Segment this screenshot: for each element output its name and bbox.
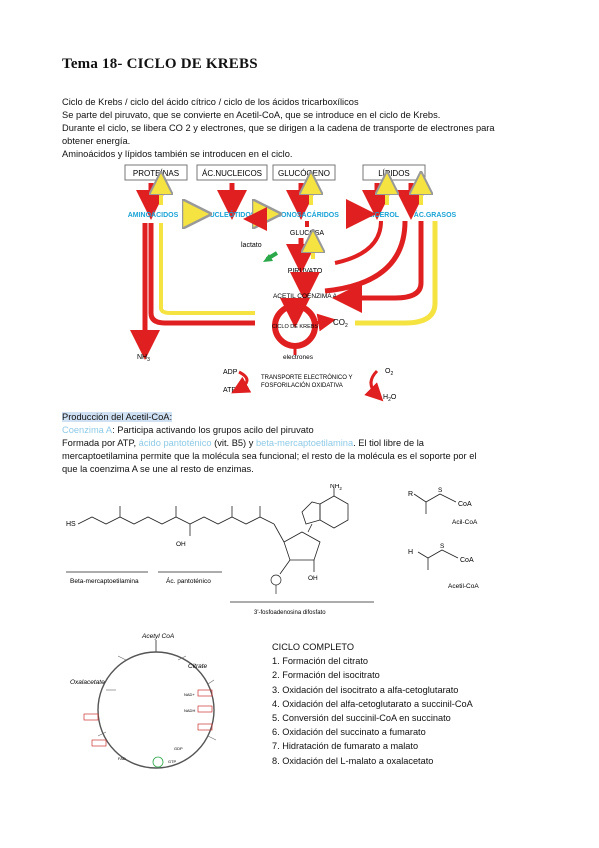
label-acetil-coa: Acetil-CoA xyxy=(448,583,479,590)
label-co2: CO2 xyxy=(333,318,348,329)
list-item: 7. Hidratación de fumarato a malato xyxy=(272,741,419,752)
label-ciclo-krebs: CICLO DE KREBS xyxy=(272,324,318,330)
atom-s-1: S xyxy=(438,487,443,494)
formada-text: Formada por ATP, xyxy=(62,438,139,448)
produccion-line-4: que la coenzima A se une al resto de enz… xyxy=(62,464,254,474)
label-electrones: electrones xyxy=(283,354,314,361)
intro-line-5: Aminoácidos y lípidos también se introdu… xyxy=(62,149,293,159)
atom-coa-2: CoA xyxy=(460,557,474,564)
atom-oh-1: OH xyxy=(176,541,186,548)
atom-nh2: NH2 xyxy=(330,484,342,491)
label-transporte-1: TRANSPORTE ELECTRÓNICO Y xyxy=(261,374,352,381)
label-glucogeno: GLUCÓGENO xyxy=(278,169,330,178)
ciclo-heading: CICLO COMPLETO xyxy=(272,642,355,652)
label-atp: ATP xyxy=(223,387,236,394)
label-lipidos: LÍPIDOS xyxy=(378,169,410,178)
produccion-line-2: Formada por ATP, ácido pantoténico (vit.… xyxy=(62,437,542,450)
atom-r: R xyxy=(408,491,413,498)
intro-line-3: Durante el ciclo, se libera CO 2 y elect… xyxy=(62,123,495,133)
label-transporte-2: FOSFORILACIÓN OXIDATIVA xyxy=(261,382,343,389)
ribose-ring xyxy=(283,531,321,561)
label-nh3: NH3 xyxy=(137,354,150,363)
coenzima-term: Coenzima A xyxy=(62,425,113,435)
atom-coa-1: CoA xyxy=(458,501,472,508)
label-acetyl-coa: Acetyl CoA xyxy=(141,633,174,640)
label-oxalacetate: Oxalacetate xyxy=(70,679,105,686)
label-nucleotidos: NUCLEÓTIDOS xyxy=(205,210,256,219)
label-h2o: H2O xyxy=(383,394,397,403)
label-proteinas: PROTEÍNAS xyxy=(133,169,179,178)
coenzima-desc: : Participa activando los grupos acilo d… xyxy=(112,425,314,435)
label-acnucleicos: ÁC.NUCLEICOS xyxy=(202,169,262,178)
list-item: 5. Conversión del succinil-CoA en succin… xyxy=(272,713,451,724)
label-nad: NAD+ xyxy=(184,692,195,697)
label-nadh: NADH xyxy=(184,708,195,713)
krebs-cycle-circle xyxy=(272,303,318,349)
mercapto-term: beta-mercaptoetilamina xyxy=(255,438,354,448)
label-lactato: lactato xyxy=(241,242,262,249)
acyl-coa-structures: R S CoA Acil-CoA H S CoA Acetil-CoA xyxy=(408,487,479,590)
label-fad: FAD xyxy=(118,756,126,761)
list-item: 8. Oxidación del L-malato a oxalacetato xyxy=(272,755,434,766)
list-item: 6. Oxidación del succinato a fumarato xyxy=(272,727,426,738)
label-acil-coa: Acil-CoA xyxy=(452,519,478,526)
atom-h3c: H xyxy=(408,549,413,556)
metabolism-diagram: PROTEÍNAS ÁC.NUCLEICOS GLUCÓGENO LÍPIDOS… xyxy=(124,164,457,403)
atom-hs: HS xyxy=(66,521,76,528)
vit-text: (vit. B5) y xyxy=(211,438,256,448)
intro-line-1: Ciclo de Krebs / ciclo del ácido cítrico… xyxy=(62,97,359,107)
tiol-text: . El tiol libre de la xyxy=(353,438,424,448)
label-aminoacidos: AMINOÁCIDOS xyxy=(128,210,179,219)
label-o2: O2 xyxy=(385,368,393,377)
list-item: 4. Oxidación del alfa-cetoglutarato a su… xyxy=(272,698,473,709)
imidazole-ring xyxy=(301,501,321,525)
krebs-cycle-figure: Acetyl CoA Citrate Oxalacetate NAD+ NADH… xyxy=(70,633,217,769)
list-item: 3. Oxidación del isocitrato a alfa-cetog… xyxy=(272,684,459,695)
produccion-heading-text: Producción del Acetil-CoA: xyxy=(62,412,173,422)
produccion-line-3: mercaptoetilamina permite que la molécul… xyxy=(62,451,477,461)
atom-oh-2: OH xyxy=(308,575,318,582)
label-beta-mercapto: Beta-mercaptoetilamina xyxy=(70,578,139,585)
label-glucosa: GLUCOSA xyxy=(290,230,325,237)
list-item: 2. Formación del isocitrato xyxy=(272,670,380,681)
produccion-heading: Producción del Acetil-CoA: xyxy=(62,411,542,424)
purine-ring xyxy=(319,495,349,529)
label-ac-pantotenico: Ác. pantoténico xyxy=(166,576,211,585)
label-fosfoadenosina: 3'-fosfoadenosina difosfato xyxy=(254,610,326,616)
label-adp: ADP xyxy=(223,369,238,376)
list-item: 1. Formación del citrato xyxy=(272,656,368,667)
label-glicerol: GLICEROL xyxy=(363,212,400,219)
intro-line-2: Se parte del piruvato, que se convierte … xyxy=(62,110,441,120)
label-gtp: GTP xyxy=(168,759,177,764)
label-gdp: GDP xyxy=(174,746,183,751)
label-acetil: ACETIL COENZIMA A xyxy=(273,293,338,300)
label-piruvato: PIRUVATO xyxy=(288,268,323,275)
label-acgrasos: ÁC.GRASOS xyxy=(414,210,457,219)
label-monosacaridos: MONOSACÁRIDOS xyxy=(275,210,339,219)
box-acnucleicos xyxy=(196,164,268,181)
intro-line-4: obtener energía. xyxy=(62,136,131,146)
ciclo-completo-list: CICLO COMPLETO 1. Formación del citrato … xyxy=(272,640,473,768)
atom-s-2: S xyxy=(440,543,445,550)
pantotenico-term: ácido pantoténico xyxy=(138,438,212,448)
produccion-line-1: Coenzima A: Participa activando los grup… xyxy=(62,424,542,437)
page-title: Tema 18- CICLO DE KREBS xyxy=(62,56,258,72)
coenzyme-a-structure: HS OH NH2 OH Beta-mercaptoetilamina Ác. … xyxy=(66,484,374,616)
label-citrate: Citrate xyxy=(188,663,208,670)
